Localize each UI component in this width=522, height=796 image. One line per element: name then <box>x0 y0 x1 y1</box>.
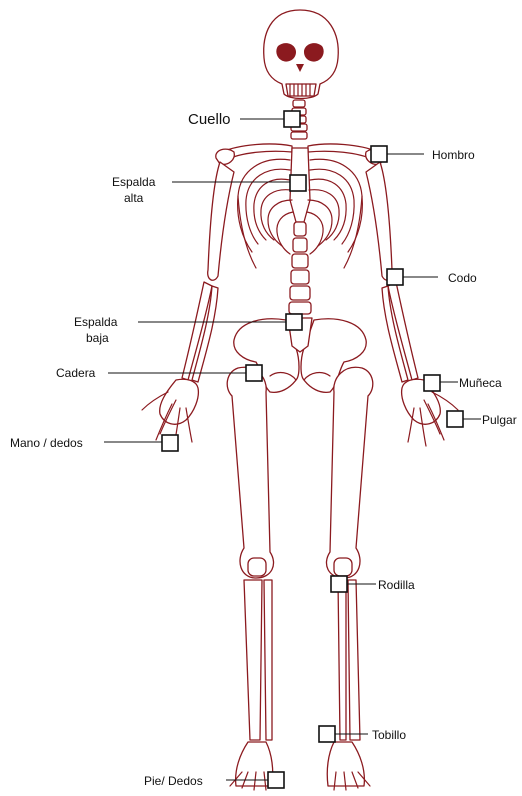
espalda-baja-checkbox[interactable] <box>286 314 302 330</box>
espalda-alta-checkbox[interactable] <box>290 175 306 191</box>
label-tobillo: Tobillo <box>372 728 406 742</box>
skull <box>264 10 339 99</box>
marker-muneca[interactable]: Muñeca <box>424 375 502 391</box>
label-hombro: Hombro <box>432 148 475 162</box>
label-muneca: Muñeca <box>459 376 502 390</box>
label-codo: Codo <box>448 271 477 285</box>
pie-checkbox[interactable] <box>268 772 284 788</box>
label-rodilla: Rodilla <box>378 578 415 592</box>
marker-mano[interactable]: Mano / dedos <box>10 435 178 451</box>
cadera-checkbox[interactable] <box>246 365 262 381</box>
marker-hombro[interactable]: Hombro <box>371 146 475 162</box>
pulgar-checkbox[interactable] <box>447 411 463 427</box>
label-espalda-alta-line1: Espalda <box>112 175 156 189</box>
muneca-checkbox[interactable] <box>424 375 440 391</box>
rodilla-checkbox[interactable] <box>331 576 347 592</box>
cuello-checkbox[interactable] <box>284 111 300 127</box>
lumbar-spine <box>289 222 311 314</box>
marker-cuello[interactable]: Cuello <box>188 111 300 128</box>
marker-rodilla[interactable]: Rodilla <box>331 576 415 592</box>
label-espalda-baja-line2: baja <box>86 331 109 345</box>
codo-checkbox[interactable] <box>387 269 403 285</box>
mano-checkbox[interactable] <box>162 435 178 451</box>
label-pie: Pie/ Dedos <box>144 774 203 788</box>
label-pulgar: Pulgar <box>482 413 517 427</box>
label-espalda-baja-line1: Espalda <box>74 315 118 329</box>
left-leg <box>227 367 273 790</box>
hombro-checkbox[interactable] <box>371 146 387 162</box>
marker-tobillo[interactable]: Tobillo <box>319 726 406 742</box>
label-cuello: Cuello <box>188 111 231 128</box>
label-mano: Mano / dedos <box>10 436 83 450</box>
label-cadera: Cadera <box>56 366 96 380</box>
marker-codo[interactable]: Codo <box>387 269 477 285</box>
tobillo-checkbox[interactable] <box>319 726 335 742</box>
left-arm <box>182 162 234 382</box>
label-espalda-alta-line2: alta <box>124 191 144 205</box>
marker-pulgar[interactable]: Pulgar <box>447 411 517 427</box>
